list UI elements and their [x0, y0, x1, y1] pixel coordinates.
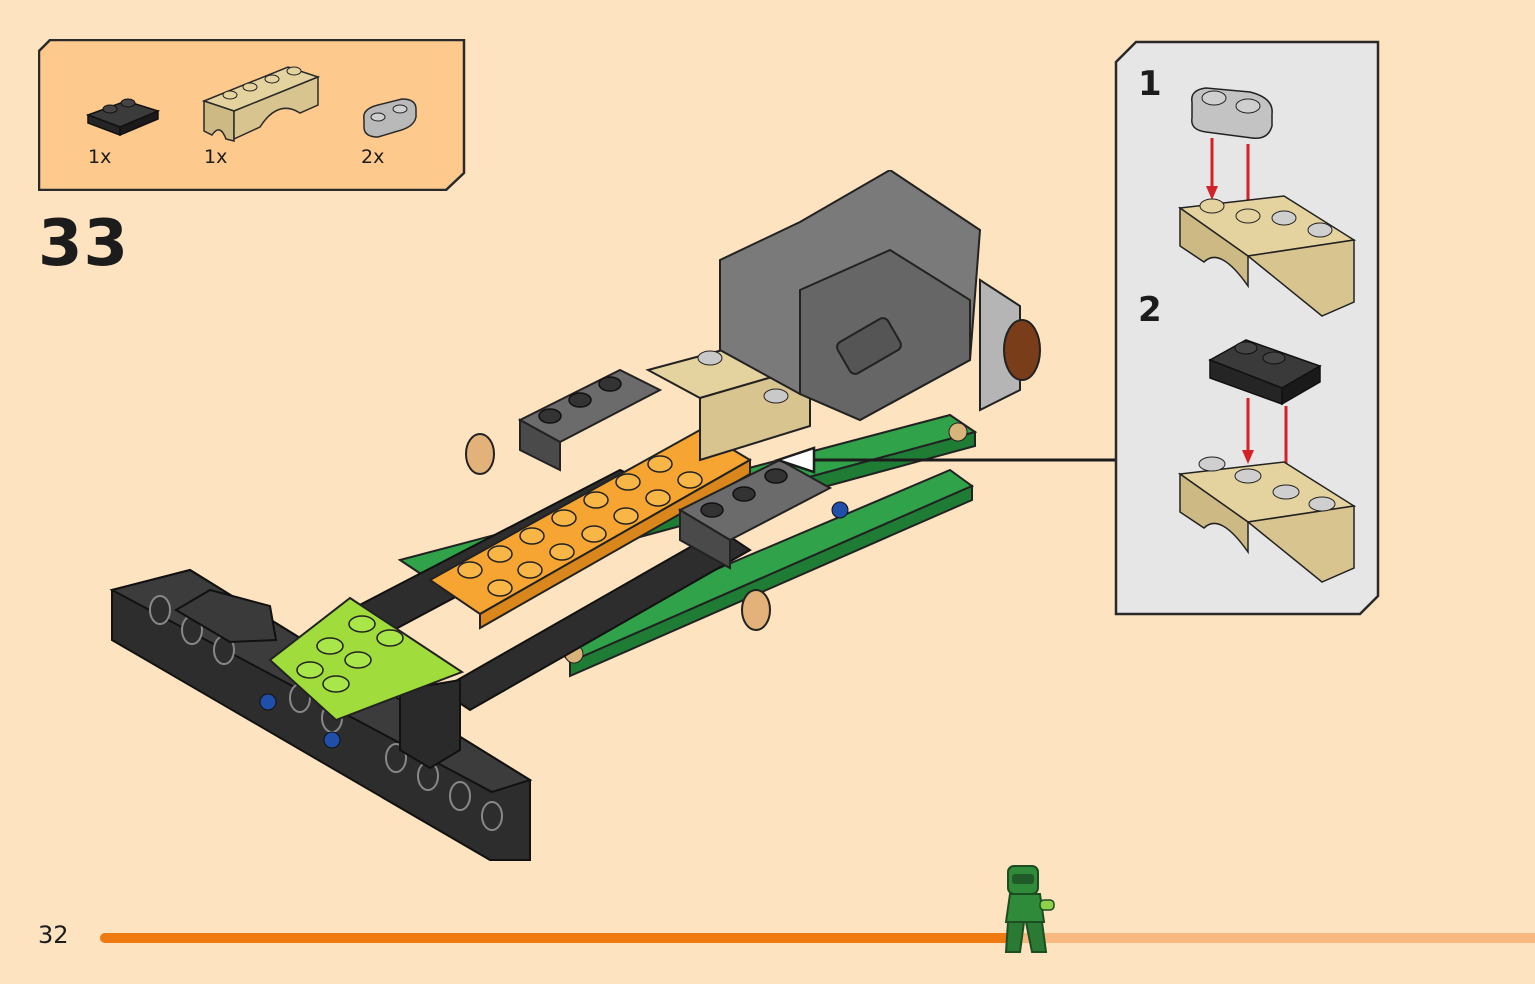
gray-engine-block [719, 168, 1041, 422]
progress-fill [100, 933, 1019, 943]
sub-assembly-frame [1114, 40, 1380, 616]
dark-gray-bricks [517, 368, 833, 570]
step-number: 33 [38, 207, 130, 281]
parts-list-box: 1x 1x 2x [37, 38, 466, 192]
progress-bar [100, 933, 1535, 943]
minifigure-progress-marker [1004, 865, 1055, 953]
part-qty-gray-plate: 2x [361, 146, 385, 168]
part-qty-tan-arch: 1x [204, 146, 228, 168]
part-qty-black-plate: 1x [88, 146, 112, 168]
tan-cones [465, 433, 771, 631]
sub-step-2-illustration [1177, 339, 1357, 583]
part-gray-rounded-plate [363, 98, 417, 138]
part-black-plate-rail [85, 98, 161, 137]
sub-assembly-box: 1 2 [1114, 40, 1380, 616]
part-tan-arch [201, 66, 321, 142]
page-number: 32 [38, 921, 69, 949]
sub-step-2-number: 2 [1138, 290, 1162, 330]
sub-step-1-number: 1 [1138, 64, 1162, 104]
sub-step-1-illustration [1177, 87, 1357, 317]
parts-list-frame [37, 38, 466, 192]
callout-arrow [774, 446, 1116, 474]
orange-plate [428, 428, 752, 630]
lime-wedge-plate [268, 596, 465, 722]
model-illustration [100, 168, 1080, 870]
